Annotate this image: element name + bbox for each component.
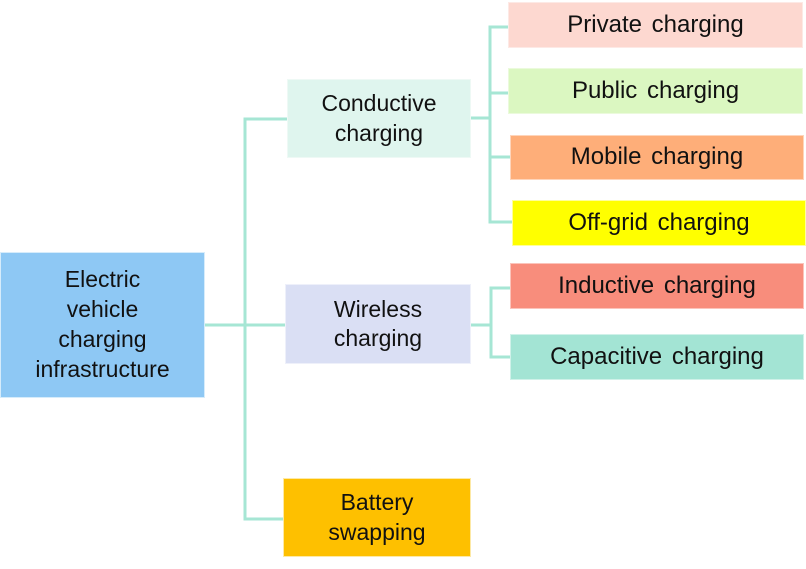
node-wireless-charging: Wireless charging <box>285 284 471 364</box>
node-capacitive-charging: Capacitive charging <box>510 334 804 380</box>
root-label-line: charging <box>58 326 147 352</box>
node-label: Off-grid charging <box>568 208 750 236</box>
node-off-grid-charging: Off-grid charging <box>512 200 806 246</box>
node-label-line: charging <box>334 119 424 146</box>
node-battery-swapping: Battery swapping <box>283 478 471 557</box>
node-public-charging: Public charging <box>508 68 803 114</box>
node-label: Private charging <box>567 10 744 38</box>
node-label-line: swapping <box>328 518 426 545</box>
node-label-line: charging <box>333 325 423 351</box>
node-label-line: Wireless <box>333 295 423 322</box>
root-node-ev-charging-infrastructure: Electric vehicle charging infrastructure <box>0 252 205 398</box>
root-label-line: vehicle <box>66 296 139 323</box>
node-label-line: Battery <box>340 489 414 516</box>
node-inductive-charging: Inductive charging <box>510 263 804 309</box>
root-label-line: Electric <box>64 266 141 293</box>
node-label: Inductive charging <box>558 271 756 299</box>
node-private-charging: Private charging <box>508 2 803 48</box>
node-mobile-charging: Mobile charging <box>510 135 804 180</box>
node-label-line: Conductive <box>321 90 437 117</box>
node-label: Mobile charging <box>570 143 744 171</box>
root-label-line: infrastructure <box>35 355 170 382</box>
node-label: Capacitive charging <box>550 342 764 370</box>
node-conductive-charging: Conductive charging <box>287 79 471 158</box>
node-label: Public charging <box>571 76 740 104</box>
